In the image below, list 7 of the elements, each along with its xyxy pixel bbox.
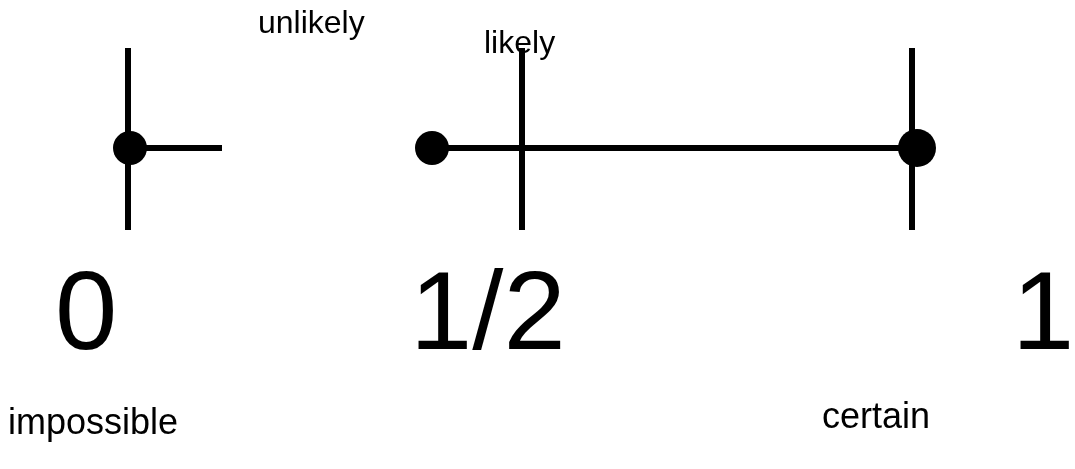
probability-label: impossible bbox=[8, 404, 179, 440]
scale-value: 1/2 bbox=[410, 255, 566, 367]
probability-label: unlikely bbox=[258, 6, 365, 38]
probability-label: certain bbox=[822, 398, 931, 434]
scale-value: 0 bbox=[55, 255, 118, 367]
probability-label: likely bbox=[484, 26, 556, 58]
scale-value: 1 bbox=[1012, 255, 1075, 367]
